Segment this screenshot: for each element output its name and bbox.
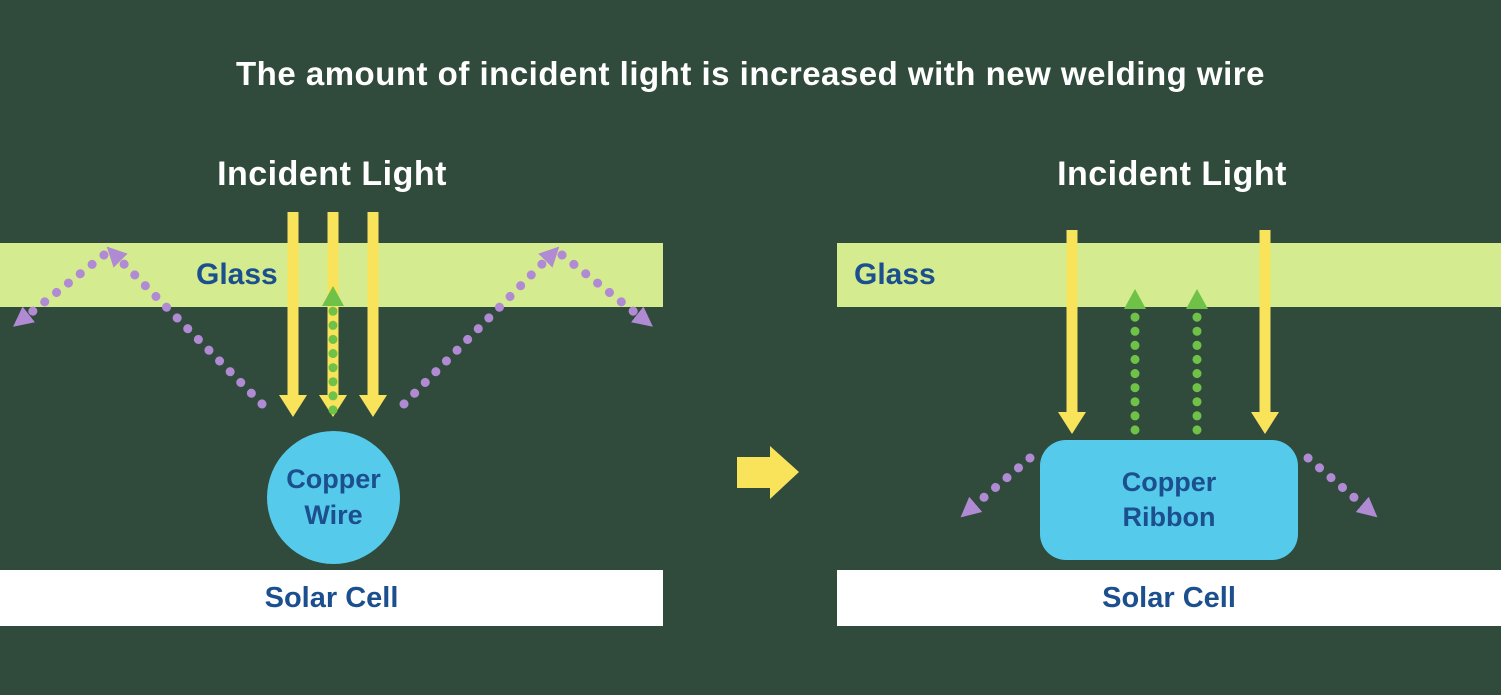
right-deflected-ray-left — [960, 453, 1035, 518]
right-reflected-up-rays — [1124, 289, 1208, 435]
copper-ribbon-label-line1: Copper — [1121, 466, 1217, 497]
copper-ribbon-shape: Copper Ribbon — [1040, 440, 1298, 560]
left-incident-light-label: Incident Light — [217, 155, 447, 193]
left-solar-cell-bar: Solar Cell — [0, 570, 663, 626]
left-solar-cell-label: Solar Cell — [264, 581, 399, 614]
copper-wire-shape: Copper Wire — [267, 431, 400, 564]
right-solar-cell-bar: Solar Cell — [837, 570, 1501, 626]
right-deflected-ray-right — [1303, 453, 1378, 518]
right-solar-cell-label: Solar Cell — [1102, 581, 1236, 614]
left-glass-label: Glass — [196, 258, 278, 291]
left-glass-bar: Glass — [0, 243, 663, 307]
right-glass-bar: Glass — [837, 243, 1501, 307]
copper-wire-label-line2: Wire — [304, 499, 363, 530]
copper-ribbon-label-line2: Ribbon — [1122, 502, 1216, 532]
right-incident-light-label: Incident Light — [1057, 155, 1287, 193]
transition-arrow — [737, 446, 799, 499]
diagram-title: The amount of incident light is increase… — [236, 55, 1265, 92]
copper-wire-label-line1: Copper — [286, 464, 381, 495]
right-glass-label: Glass — [854, 258, 936, 291]
